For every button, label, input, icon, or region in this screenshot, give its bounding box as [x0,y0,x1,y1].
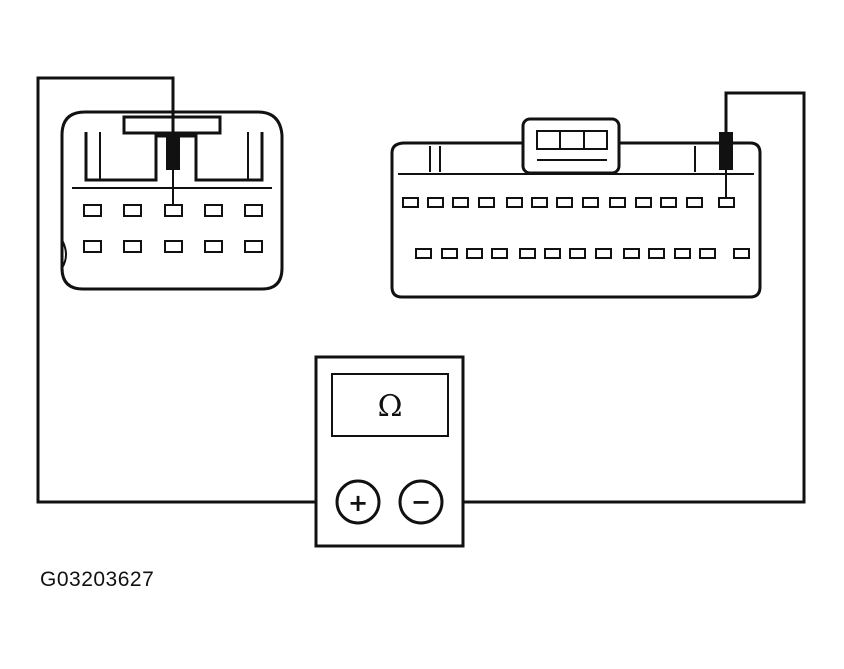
right-connector-terminals-row2 [415,248,750,259]
terminal [506,197,523,208]
positive-terminal [335,479,381,525]
terminal [123,204,142,217]
terminal [556,197,573,208]
terminal [648,248,665,259]
terminal [674,248,691,259]
terminal [595,248,612,259]
left-probe [166,134,180,205]
test-leads [36,76,806,504]
left-connector-terminals-row2 [83,240,263,253]
terminal [164,240,183,253]
terminal [544,248,561,259]
terminal [609,197,626,208]
negative-lead-wire [442,91,806,504]
minus-sign: − [411,488,431,516]
terminal [686,197,703,208]
right-connector-terminals-row1 [402,197,735,208]
terminal [452,197,469,208]
terminal [415,248,432,259]
figure-id: G03203627 [40,568,155,591]
terminal [123,240,142,253]
positive-lead-wire [36,76,333,504]
ohm-symbol: Ω [378,389,403,424]
ohmmeter-display [331,373,449,437]
terminal [441,248,458,259]
terminal [718,197,735,208]
terminal [244,204,263,217]
terminal [478,197,495,208]
terminal [204,240,223,253]
terminal [569,248,586,259]
left-connector-terminals-row1 [83,204,263,217]
ohmmeter: Ω + − [314,355,465,548]
terminal [519,248,536,259]
terminal [204,204,223,217]
terminal [83,204,102,217]
terminal [699,248,716,259]
terminal [660,197,677,208]
terminal [164,204,183,217]
terminal [83,240,102,253]
terminal [635,197,652,208]
terminal [402,197,419,208]
terminal [582,197,599,208]
terminal [491,248,508,259]
right-connector [390,117,762,299]
terminal [466,248,483,259]
negative-terminal [398,479,444,525]
terminal [531,197,548,208]
terminal [733,248,750,259]
left-connector [60,110,284,291]
terminal [427,197,444,208]
plus-sign: + [348,489,368,517]
terminal [623,248,640,259]
right-probe [719,132,733,198]
terminal [244,240,263,253]
